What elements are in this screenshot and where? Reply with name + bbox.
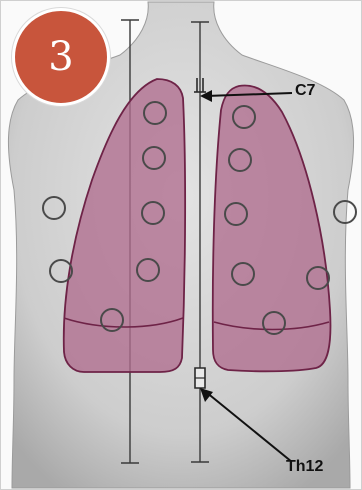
figure-number: 3 xyxy=(48,37,73,77)
th12-label: Th12 xyxy=(286,458,323,476)
figure-number-badge: 3 xyxy=(12,8,110,106)
c7-label: C7 xyxy=(295,82,315,100)
